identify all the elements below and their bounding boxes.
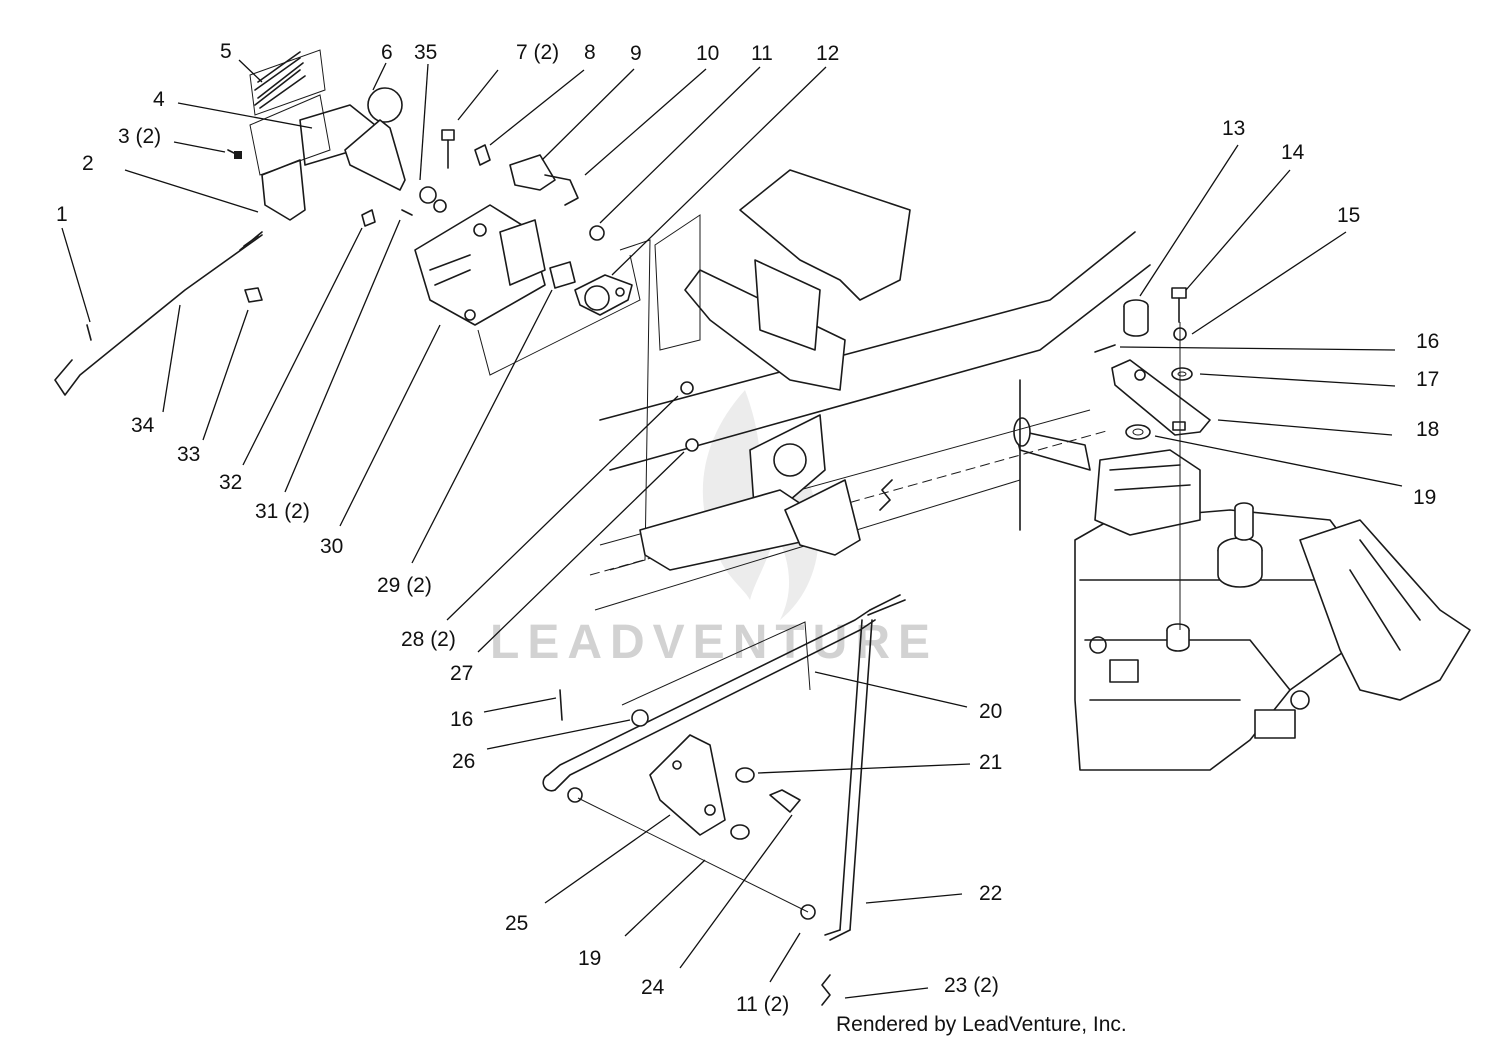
callout-26: 26: [452, 750, 475, 773]
callout-16a: 16: [1416, 330, 1439, 353]
callout-19a: 19: [1413, 486, 1436, 509]
callout-16b: 16: [450, 708, 473, 731]
callout-10: 10: [696, 42, 719, 65]
callout-23: 23 (2): [944, 974, 999, 997]
rod-34: [54, 234, 263, 396]
callout-5: 5: [220, 40, 232, 63]
callout-4: 4: [153, 88, 165, 111]
linkage-assembly: [542, 381, 906, 1006]
leader-lines: [61, 59, 1403, 999]
callout-18: 18: [1416, 418, 1439, 441]
callout-12: 12: [816, 42, 839, 65]
callout-15: 15: [1337, 204, 1360, 227]
callout-13: 13: [1222, 117, 1245, 140]
callout-11: 11: [751, 42, 773, 65]
callout-11b: 11 (2): [736, 993, 789, 1016]
callout-21: 21: [979, 751, 1002, 774]
callout-25: 25: [505, 912, 528, 935]
callout-19b: 19: [578, 947, 601, 970]
callout-2: 2: [82, 152, 94, 175]
callout-1: 1: [56, 203, 68, 226]
callout-labels: 1 2 3 (2) 4 5 6 35 7 (2) 8 9 10 11 12 13…: [56, 40, 1439, 1016]
pedal-assembly: [54, 49, 641, 396]
callout-20: 20: [979, 700, 1002, 723]
callout-35: 35: [414, 41, 437, 64]
callout-17: 17: [1416, 368, 1439, 391]
callout-32: 32: [219, 471, 242, 494]
callout-22: 22: [979, 882, 1002, 905]
callout-8: 8: [584, 41, 596, 64]
callout-14: 14: [1281, 141, 1305, 164]
callout-29: 29 (2): [377, 574, 432, 597]
frame-rail: [589, 169, 1151, 611]
rod-22: [839, 619, 873, 931]
callout-7: 7 (2): [516, 41, 559, 64]
callout-3: 3 (2): [118, 125, 161, 148]
callout-28: 28 (2): [401, 628, 456, 651]
callout-31: 31 (2): [255, 500, 310, 523]
callout-34: 34: [131, 414, 155, 437]
transmission-arm-parts: [1094, 287, 1211, 620]
callout-33: 33: [177, 443, 200, 466]
callout-9: 9: [630, 42, 642, 65]
transmission-assembly: [1013, 417, 1471, 771]
watermark-text: LEADVENTURE: [490, 616, 938, 669]
spring-5: [254, 51, 306, 109]
callout-30: 30: [320, 535, 343, 558]
callout-24: 24: [641, 976, 665, 999]
rod-20: [547, 609, 876, 791]
callout-27: 27: [450, 662, 473, 685]
callout-6: 6: [381, 41, 393, 64]
render-credit: Rendered by LeadVenture, Inc.: [836, 1013, 1127, 1036]
